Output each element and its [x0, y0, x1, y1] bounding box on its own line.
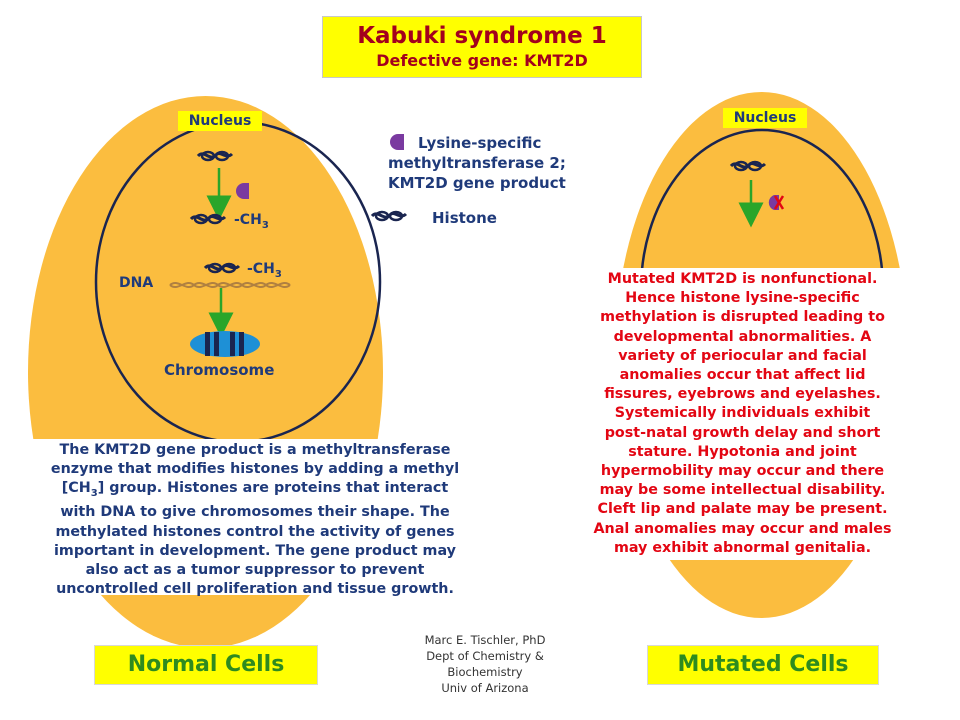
author-credit: Marc E. Tischler, PhD Dept of Chemistry …	[424, 633, 546, 695]
legend-enzyme-icon	[390, 134, 404, 150]
legend-histone-text: Histone	[432, 209, 497, 227]
page-subtitle: Defective gene: KMT2D	[376, 51, 588, 70]
chromosome-icon	[190, 331, 260, 357]
legend-enzyme-text: Lysine-specific methyltransferase 2; KMT…	[388, 134, 566, 192]
mutated-description: Mutated KMT2D is nonfunctional. Hence hi…	[574, 268, 911, 560]
mutated-nucleus-label: Nucleus	[723, 108, 807, 128]
dna-label: DNA	[119, 275, 154, 291]
legend-histone-icon	[370, 210, 408, 222]
chromosome-label: Chromosome	[164, 361, 275, 379]
normal-nucleus-label: Nucleus	[178, 111, 262, 131]
mutated-cells-label: Mutated Cells	[647, 645, 879, 685]
normal-cells-label: Normal Cells	[94, 645, 318, 685]
mutation-x-icon	[773, 195, 785, 210]
methyl-label-2: -CH3	[247, 261, 282, 280]
mutated-enzyme-icon	[768, 195, 779, 210]
normal-description: The KMT2D gene product is a methyltransf…	[22, 439, 488, 597]
methyl-label-1: -CH3	[234, 212, 269, 231]
enzyme-icon	[236, 183, 249, 199]
title-box: Kabuki syndrome 1 Defective gene: KMT2D	[322, 16, 642, 78]
page-title: Kabuki syndrome 1	[357, 23, 607, 49]
histone-icon-mutated	[729, 160, 767, 172]
